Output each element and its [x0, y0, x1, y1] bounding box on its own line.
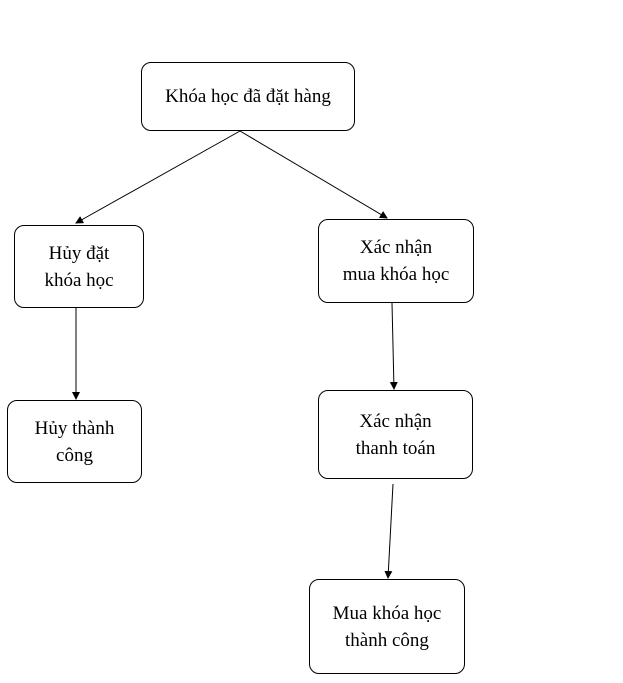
node-cancel-order: Hủy đặt khóa học [14, 225, 144, 308]
node-confirm-purchase-label: Xác nhận mua khóa học [342, 237, 450, 285]
node-confirm-payment: Xác nhận thanh toán [318, 390, 473, 479]
arrow-confirm-purchase-to-confirm-payment [389, 302, 398, 390]
node-purchase-success-label: Mua khóa học thành công [332, 602, 442, 651]
node-ordered-course-label: Khóa học đã đặt hàng [165, 86, 331, 107]
node-ordered-course: Khóa học đã đặt hàng [141, 62, 355, 131]
node-confirm-purchase: Xác nhận mua khóa học [318, 219, 474, 303]
node-confirm-payment-label: Xác nhận thanh toán [355, 410, 436, 459]
arrow-ordered-to-cancel [75, 130, 241, 224]
arrow-ordered-to-confirm-purchase [239, 130, 388, 219]
node-purchase-success: Mua khóa học thành công [309, 579, 465, 674]
node-cancel-order-label: Hủy đặt khóa học [44, 242, 114, 291]
node-cancel-success-label: Hủy thành công [34, 417, 115, 466]
arrow-confirm-payment-to-purchase-success [384, 483, 394, 579]
node-cancel-success: Hủy thành công [7, 400, 142, 483]
